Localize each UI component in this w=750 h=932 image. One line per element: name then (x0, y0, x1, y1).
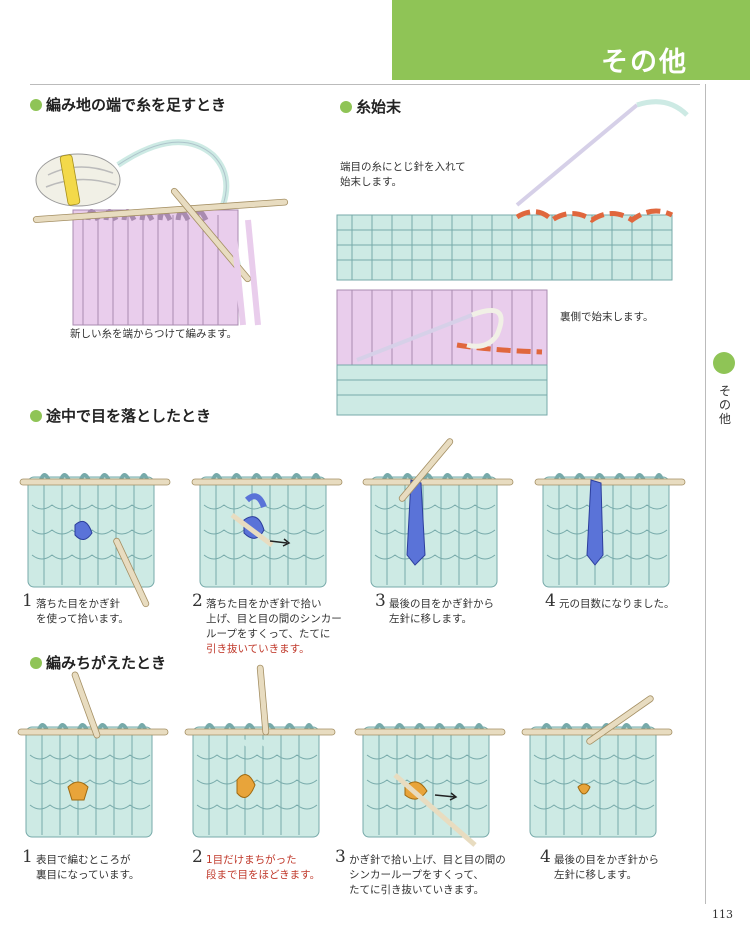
chapter-title: その他 (601, 47, 688, 78)
heading-text: 途中で目を落としたとき (46, 407, 212, 425)
weave-in-caption-1: 端目の糸にとじ針を入れて (340, 161, 466, 173)
step-number: 1 (22, 847, 33, 867)
step-line: 最後の目をかぎ針から (554, 854, 659, 866)
step-line: 最後の目をかぎ針から (389, 598, 494, 610)
weave-in-caption-2: 始末します。 (340, 176, 402, 188)
step-line: かぎ針で拾い上げ、目と目の間の (349, 854, 506, 866)
side-tab-label: そ の 他 (718, 384, 731, 426)
step-number: 3 (335, 847, 346, 867)
bullet-icon (30, 98, 42, 111)
heading-text: 編み地の端で糸を足すとき (46, 96, 227, 114)
dropped-step-4: 4 元の目数になりました。 (545, 591, 675, 612)
dropped-step-2-illustration (190, 473, 344, 589)
weave-in-caption-bottom: 裏側で始末します。 (560, 311, 654, 323)
bullet-icon (30, 656, 42, 669)
page-rule-right (705, 84, 706, 904)
step-line: 1目だけまちがった (206, 854, 297, 866)
mistake-step-4: 4 最後の目をかぎ針から 左針に移します。 (540, 847, 659, 883)
mistake-step-4-illustration (520, 695, 674, 839)
mistake-step-2-illustration (183, 664, 337, 839)
mistake-step-3-illustration (353, 723, 507, 847)
bullet-icon (340, 100, 352, 113)
bullet-icon (30, 409, 42, 422)
heading-add-yarn: 編み地の端で糸を足すとき (30, 94, 226, 115)
add-yarn-caption: 新しい糸を端からつけて編みます。 (70, 328, 237, 340)
step-number: 2 (192, 591, 203, 611)
mistake-step-2: 2 1目だけまちがった 段まで目をほどきます。 (192, 847, 321, 883)
mistake-step-1-illustration (16, 671, 170, 839)
dropped-step-4-illustration (533, 473, 687, 589)
step-number: 2 (192, 847, 203, 867)
weave-in-top-illustration (336, 99, 689, 281)
mistake-step-3: 3 かぎ針で拾い上げ、目と目の間の シンカーループをすくって、 たてに引き抜いて… (335, 847, 506, 898)
step-line: を使って拾います。 (36, 613, 129, 625)
step-line: 元の目数になりました。 (559, 598, 675, 610)
step-line: 落ちた目をかぎ針で拾い (206, 598, 322, 610)
heading-text: 糸始末 (356, 98, 402, 116)
step-number: 3 (375, 591, 386, 611)
step-line: 落ちた目をかぎ針 (36, 598, 120, 610)
dropped-step-3-illustration (361, 438, 515, 589)
step-line: シンカーループをすくって、 (349, 869, 484, 881)
step-number: 4 (540, 847, 551, 867)
step-number: 4 (545, 591, 556, 611)
heading-weave-in: 糸始末 (340, 96, 401, 117)
page-number: 113 (712, 908, 733, 921)
heading-text: 編みちがえたとき (46, 654, 167, 672)
mistake-step-1: 1 表目で編むところが 裏目になっています。 (22, 847, 140, 883)
add-yarn-illustration (32, 139, 289, 326)
dropped-step-1-illustration (18, 473, 172, 608)
step-line: 段まで目をほどきます。 (206, 869, 321, 881)
dropped-step-1: 1 落ちた目をかぎ針 を使って拾います。 (22, 591, 129, 627)
step-number: 1 (22, 591, 33, 611)
heading-dropped: 途中で目を落としたとき (30, 405, 211, 426)
page-rule-top (30, 84, 700, 85)
weave-in-bottom-illustration (336, 289, 548, 416)
step-line: 裏目になっています。 (36, 869, 140, 881)
dropped-step-3: 3 最後の目をかぎ針から 左針に移します。 (375, 591, 494, 627)
chapter-banner: その他 (392, 0, 750, 80)
step-line: 左針に移します。 (554, 869, 637, 881)
heading-mistake: 編みちがえたとき (30, 652, 166, 673)
step-line: たてに引き抜いていきます。 (349, 884, 485, 896)
step-line: ループをすくって、たてに (206, 628, 331, 640)
step-line: 上げ、目と目の間のシンカー (206, 613, 342, 625)
step-line: 表目で編むところが (36, 854, 131, 866)
dropped-step-2: 2 落ちた目をかぎ針で拾い 上げ、目と目の間のシンカー ループをすくって、たてに… (192, 591, 342, 657)
side-tab-dot (713, 352, 735, 374)
step-line: 引き抜いていきます。 (206, 643, 310, 655)
step-line: 左針に移します。 (389, 613, 472, 625)
